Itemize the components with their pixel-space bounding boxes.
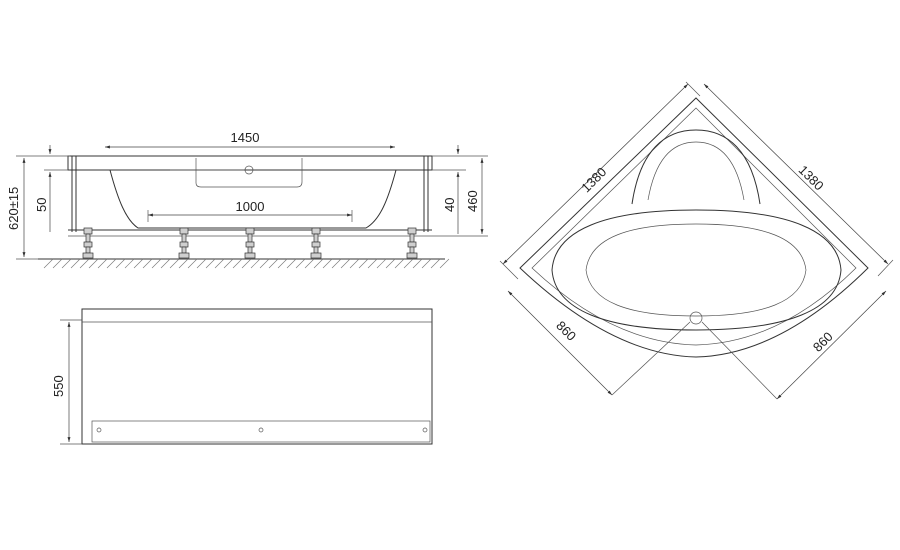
hatch-line <box>259 258 270 269</box>
panel-screw <box>422 427 428 433</box>
hatch-line <box>61 258 72 269</box>
hatch-line <box>376 258 387 269</box>
overflow-hole <box>244 165 254 175</box>
hatch-line <box>277 258 288 269</box>
label-inner-right: 860 <box>810 329 836 355</box>
drain-hole <box>689 311 703 325</box>
hatch-line <box>70 258 81 269</box>
panel-screw <box>258 427 264 433</box>
label-rim-thickness: 50 <box>34 198 49 212</box>
dim-line-inner-right <box>776 290 887 400</box>
headrest-inner <box>647 141 745 201</box>
basin-inner <box>585 223 807 317</box>
hatch-line <box>88 258 99 269</box>
hatch-line <box>214 258 225 269</box>
hatch-line <box>430 258 441 269</box>
leg <box>406 227 418 259</box>
hatch-line <box>205 258 216 269</box>
label-overall-length: 1450 <box>231 130 260 145</box>
hatch-line <box>97 258 108 269</box>
hatch-line <box>151 258 162 269</box>
hatch-line <box>385 258 396 269</box>
hatch-line <box>286 258 297 269</box>
front-panel <box>81 308 433 445</box>
hatch-line <box>358 258 369 269</box>
hatch-line <box>142 258 153 269</box>
hatch-line <box>295 258 306 269</box>
hatch-line <box>178 258 189 269</box>
dim-line-side-right <box>703 83 889 265</box>
tub-rim <box>67 155 433 171</box>
top-view: 1380 1380 860 860 <box>499 81 894 400</box>
dim-line-inner-left <box>507 290 613 396</box>
hatch-line <box>133 258 144 269</box>
hatch-line <box>250 258 261 269</box>
hatch-line <box>79 258 90 269</box>
hatch-line <box>304 258 315 269</box>
label-apron-offset: 40 <box>442 198 457 212</box>
leg <box>82 227 94 259</box>
hatch-line <box>331 258 342 269</box>
front-panel-view: 550 <box>51 308 433 445</box>
dim-line-side-left <box>502 83 689 265</box>
hatch-line <box>124 258 135 269</box>
hatch-line <box>394 258 405 269</box>
hatch-line <box>115 258 126 269</box>
hatch-line <box>43 258 54 269</box>
hatch-line <box>196 258 207 269</box>
hatch-line <box>412 258 423 269</box>
floor-hatching <box>43 258 450 269</box>
hatch-line <box>367 258 378 269</box>
hatch-line <box>322 258 333 269</box>
hatch-line <box>313 258 324 269</box>
leg <box>178 227 190 259</box>
hatch-line <box>169 258 180 269</box>
adjustable-legs <box>82 227 418 259</box>
hatch-line <box>349 258 360 269</box>
hatch-line <box>232 258 243 269</box>
hatch-line <box>52 258 63 269</box>
hatch-line <box>187 258 198 269</box>
drain-recess <box>195 158 303 188</box>
label-panel-height: 550 <box>51 375 66 397</box>
hatch-line <box>241 258 252 269</box>
label-tub-depth: 460 <box>465 190 480 212</box>
hatch-line <box>421 258 432 269</box>
hatch-line <box>223 258 234 269</box>
label-leg-spacing: 1000 <box>236 199 265 214</box>
leg <box>244 227 256 259</box>
hatch-line <box>340 258 351 269</box>
panel-plinth <box>91 420 431 443</box>
label-total-height: 620±15 <box>6 187 21 230</box>
label-side-left: 1380 <box>578 164 609 195</box>
hatch-line <box>439 258 450 269</box>
leg <box>310 227 322 259</box>
panel-screw <box>96 427 102 433</box>
hatch-line <box>268 258 279 269</box>
side-view: 1450 1000 620±15 50 40 460 <box>6 130 488 269</box>
hatch-line <box>160 258 171 269</box>
hatch-line <box>403 258 414 269</box>
hatch-line <box>106 258 117 269</box>
